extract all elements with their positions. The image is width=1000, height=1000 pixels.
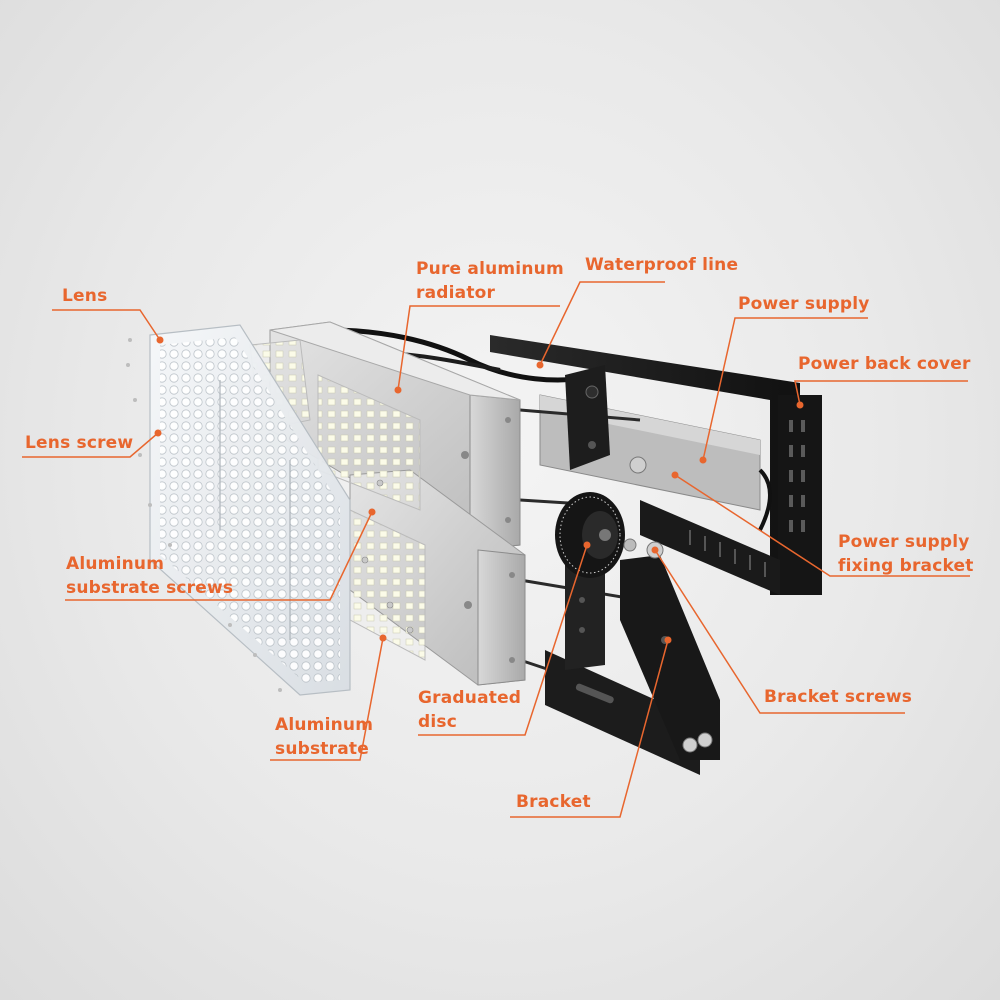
lens bbox=[149, 324, 351, 696]
lens-screws bbox=[126, 338, 282, 692]
label-waterproof-line: Waterproof line bbox=[585, 253, 738, 277]
label-lens-text: Lens bbox=[62, 286, 108, 306]
label-aluminum-substrate-screws-line1: Aluminum bbox=[66, 554, 165, 574]
label-aluminum-substrate-line2: substrate bbox=[275, 739, 369, 759]
label-power-supply-fixing-bracket-line1: Power supply bbox=[838, 532, 970, 552]
label-pure-aluminum-radiator-line1: Pure aluminum bbox=[416, 259, 564, 279]
graduated-disc bbox=[555, 492, 625, 578]
label-aluminum-substrate-screws: Aluminum substrate screws bbox=[66, 552, 233, 600]
power-back-cover bbox=[490, 335, 822, 595]
label-bracket-text: Bracket bbox=[516, 792, 591, 812]
label-power-back-cover-text: Power back cover bbox=[798, 354, 971, 374]
power-supply-fixing-bracket bbox=[640, 500, 780, 595]
swivel-plate bbox=[565, 365, 610, 470]
label-waterproof-line-text: Waterproof line bbox=[585, 255, 739, 275]
label-pure-aluminum-radiator-line2: radiator bbox=[416, 283, 496, 303]
label-power-supply-text: Power supply bbox=[738, 294, 870, 314]
label-power-supply: Power supply bbox=[738, 292, 870, 316]
label-power-back-cover: Power back cover bbox=[798, 352, 971, 376]
label-graduated-disc-line2: disc bbox=[418, 712, 457, 732]
label-bracket-screws-text: Bracket screws bbox=[764, 687, 913, 707]
label-bracket-screws: Bracket screws bbox=[764, 685, 912, 709]
label-power-supply-fixing-bracket-line2: fixing bracket bbox=[838, 556, 974, 576]
label-lens: Lens bbox=[62, 284, 107, 308]
label-pure-aluminum-radiator: Pure aluminum radiator bbox=[416, 257, 564, 305]
label-bracket: Bracket bbox=[516, 790, 591, 814]
label-aluminum-substrate-screws-line2: substrate screws bbox=[66, 578, 234, 598]
label-aluminum-substrate: Aluminum substrate bbox=[275, 713, 373, 761]
label-aluminum-substrate-line1: Aluminum bbox=[275, 715, 374, 735]
label-graduated-disc-line1: Graduated bbox=[418, 688, 522, 708]
label-lens-screw-text: Lens screw bbox=[25, 433, 134, 453]
label-graduated-disc: Graduated disc bbox=[418, 686, 521, 734]
leader-lines bbox=[22, 281, 970, 818]
label-lens-screw: Lens screw bbox=[25, 431, 133, 455]
label-power-supply-fixing-bracket: Power supply fixing bracket bbox=[838, 530, 974, 578]
